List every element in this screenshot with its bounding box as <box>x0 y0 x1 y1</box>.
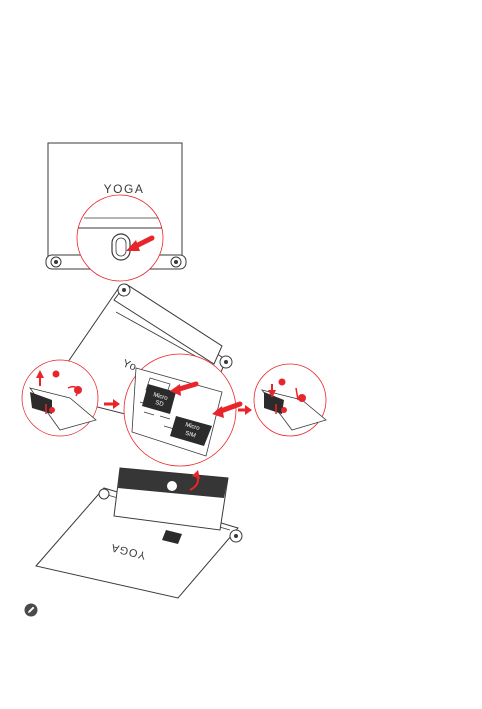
yoga-logo-front: YOGA <box>104 182 145 196</box>
step-3-tablet-closing: YOGA <box>36 468 242 598</box>
note-pencil-icon <box>24 603 38 617</box>
step-1-tablet-back: YOGA <box>46 143 186 290</box>
step-2-tablet-open: Yo Micro SD Micro SIM <box>22 284 326 466</box>
